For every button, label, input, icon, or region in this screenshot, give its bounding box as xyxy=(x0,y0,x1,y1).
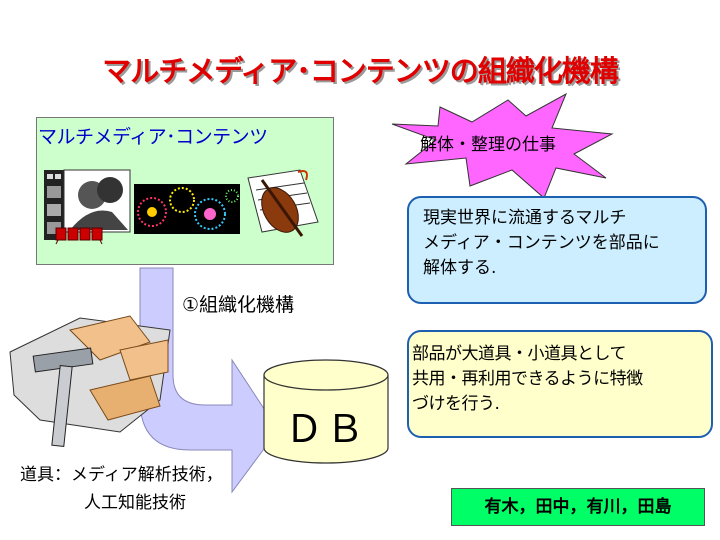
description-line: 部品が大道具・小道具として xyxy=(412,344,627,364)
description-line: 現実世界に流通するマルチ xyxy=(423,208,627,228)
feature-description-box: 部品が大道具・小道具として 共用・再利用できるように特徴 づけを行う. xyxy=(407,330,713,438)
hammer-icon xyxy=(32,347,94,447)
description-line: 解体する. xyxy=(423,258,497,278)
description-line: 共用・再利用できるように特徴 xyxy=(412,369,643,389)
flow-arrow xyxy=(139,267,279,494)
film-reel-icon xyxy=(44,170,64,240)
organization-mechanism-label: ①組織化機構 xyxy=(182,294,295,316)
description-line: メディア・コンテンツを部品に xyxy=(423,233,660,253)
database-label: ＤＢ xyxy=(284,407,367,451)
couple-photo-icon xyxy=(63,169,131,233)
violin-icon xyxy=(247,169,319,237)
tools-illustration xyxy=(9,315,171,447)
burst-star-icon xyxy=(391,92,614,199)
description-line: づけを行う. xyxy=(412,394,500,414)
database-cylinder-icon xyxy=(263,359,389,464)
tools-label-line2: 人工知能技術 xyxy=(84,493,186,513)
authors-box: 有木，田中，有川，田島 xyxy=(451,488,705,526)
page-title: マルチメディア･コンテンツの組織化機構 xyxy=(102,54,618,88)
disassembly-description-box: 現実世界に流通するマルチ メディア・コンテンツを部品に 解体する. xyxy=(407,196,707,304)
disassembly-task-label: 解体・整理の仕事 xyxy=(420,135,556,155)
multimedia-contents-label: マルチメディア･コンテンツ xyxy=(38,126,268,148)
fireworks-icon xyxy=(134,184,240,234)
theater-seats-icon xyxy=(55,227,103,245)
tools-label-line1: 道具：メディア解析技術， xyxy=(20,465,223,485)
